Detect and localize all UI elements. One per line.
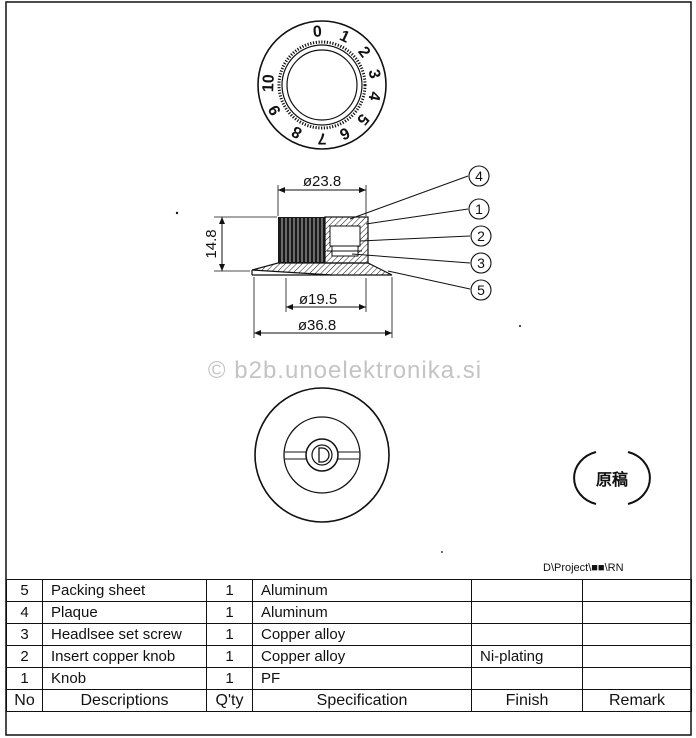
row-remark: [582, 645, 692, 668]
dial-number: 7: [317, 130, 326, 147]
callout-3-label: 3: [477, 255, 485, 271]
dial-number: 6: [337, 123, 352, 142]
row-finish: [471, 623, 583, 646]
row-finish: Ni-plating: [471, 645, 583, 668]
callout-4-label: 4: [475, 168, 483, 184]
callout-1-label: 1: [475, 201, 483, 217]
dim-top-diameter: ø23.8: [303, 173, 341, 190]
stamp-text: 原稿: [596, 470, 628, 489]
row-specification: Copper alloy: [252, 623, 472, 646]
dim-inner-diameter: ø19.5: [299, 291, 337, 308]
row-qty: 1: [206, 667, 253, 690]
table-row: 4 Plaque 1 Aluminum: [6, 601, 692, 624]
row-remark: [582, 667, 692, 690]
row-no: 2: [6, 645, 43, 668]
callout-2-label: 2: [477, 228, 485, 244]
row-description: Headlsee set screw: [42, 623, 207, 646]
dial-number: 4: [365, 90, 383, 102]
dial-number: 1: [337, 27, 352, 46]
dial-number: 5: [353, 110, 372, 128]
callout-4-circle: [468, 165, 490, 187]
callout-5-label: 5: [477, 282, 485, 298]
bill-of-materials-table: 5 Packing sheet 1 Aluminum 4 Plaque 1 Al…: [6, 579, 692, 712]
row-qty: 1: [206, 645, 253, 668]
row-remark: [582, 601, 692, 624]
dim-outer-diameter: ø36.8: [298, 317, 336, 334]
row-no: 3: [6, 623, 43, 646]
header-finish: Finish: [471, 689, 583, 712]
callout-5-circle: [470, 279, 492, 301]
row-no: 4: [6, 601, 43, 624]
path-label: D\Project\■■\RN: [543, 562, 624, 574]
row-specification: Aluminum: [252, 579, 472, 602]
header-specification: Specification: [252, 689, 472, 712]
row-finish: [471, 601, 583, 624]
table-row: 5 Packing sheet 1 Aluminum: [6, 579, 692, 602]
row-no: 1: [6, 667, 43, 690]
header-qty: Q'ty: [206, 689, 253, 712]
drawing-frame: [5, 1, 692, 736]
callout-2-circle: [470, 225, 492, 247]
row-remark: [582, 579, 692, 602]
row-remark: [582, 623, 692, 646]
row-specification: Copper alloy: [252, 645, 472, 668]
row-qty: 1: [206, 623, 253, 646]
original-stamp: 原稿: [573, 451, 651, 505]
dial-number: 10: [260, 74, 278, 92]
row-qty: 1: [206, 601, 253, 624]
header-descriptions: Descriptions: [42, 689, 207, 712]
row-finish: [471, 579, 583, 602]
row-specification: PF: [252, 667, 472, 690]
dial-number: 0: [312, 23, 322, 41]
dial-number: 2: [354, 44, 373, 62]
watermark: © b2b.unoelektronika.si: [208, 357, 482, 384]
row-qty: 1: [206, 579, 253, 602]
callout-1-circle: [468, 198, 490, 220]
row-no: 5: [6, 579, 43, 602]
callout-3-circle: [470, 252, 492, 274]
dim-height: 14.8: [203, 229, 220, 258]
row-description: Plaque: [42, 601, 207, 624]
table-header-row: No Descriptions Q'ty Specification Finis…: [6, 689, 692, 712]
header-no: No: [6, 689, 43, 712]
header-remark: Remark: [582, 689, 692, 712]
row-finish: [471, 667, 583, 690]
row-description: Insert copper knob: [42, 645, 207, 668]
row-specification: Aluminum: [252, 601, 472, 624]
table-row: 3 Headlsee set screw 1 Copper alloy: [6, 623, 692, 646]
table-row: 2 Insert copper knob 1 Copper alloy Ni-p…: [6, 645, 692, 668]
row-description: Knob: [42, 667, 207, 690]
dial-number: 3: [365, 68, 383, 80]
knob-bottom-view: [254, 387, 390, 523]
row-description: Packing sheet: [42, 579, 207, 602]
knob-side-section: 4 1 2 3 5 ø23.8 14.8 ø19.5 ø36.8: [203, 165, 492, 338]
table-row: 1 Knob 1 PF: [6, 667, 692, 690]
